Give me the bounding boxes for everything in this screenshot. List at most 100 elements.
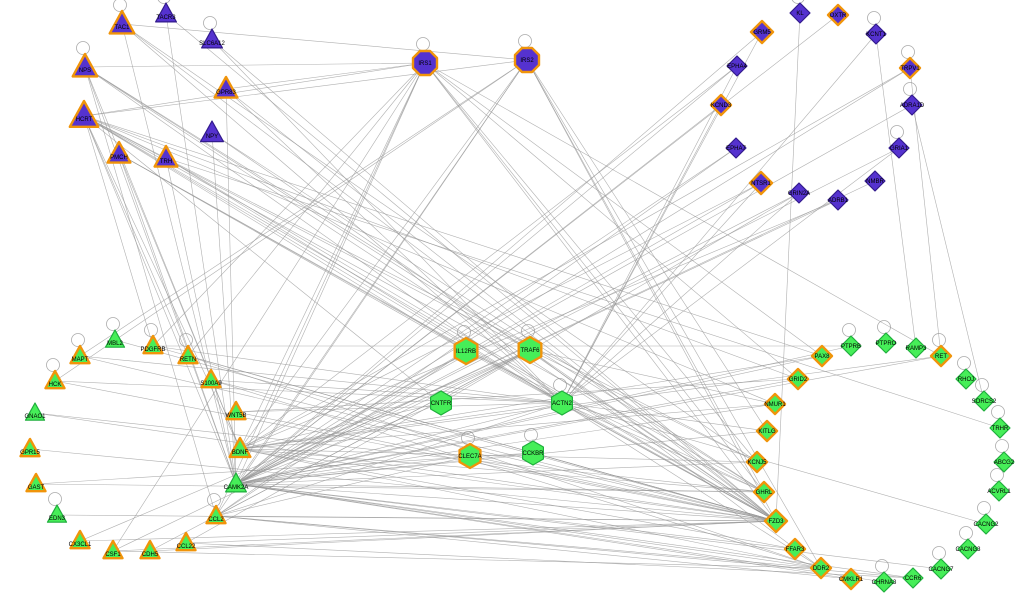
triangle-node-shape-CDH5[interactable]	[139, 539, 161, 560]
diamond-node-shape-GRM5[interactable]	[749, 19, 775, 45]
triangle-node-shape-GPR83[interactable]	[213, 75, 239, 99]
node-PTPRO[interactable]: PTPRO	[875, 332, 897, 354]
triangle-node-shape-PDGFRB[interactable]	[142, 334, 164, 355]
node-TRHR[interactable]: TRHR	[989, 417, 1011, 439]
diamond-node-shape-GRIN2A[interactable]	[788, 182, 810, 204]
diamond-node-shape-CACNG3[interactable]	[957, 538, 979, 560]
node-ADRB1[interactable]: ADRB1	[827, 189, 849, 211]
node-GAST[interactable]: GAST	[25, 472, 47, 493]
diamond-node-shape-KL[interactable]	[789, 2, 811, 24]
node-IRS2[interactable]: IRS2	[513, 46, 541, 74]
node-KL[interactable]: KL	[789, 2, 811, 24]
triangle-node-shape-HCRT[interactable]	[68, 99, 100, 129]
node-RAMP3[interactable]: RAMP3	[905, 337, 927, 359]
node-CNTFR[interactable]: CNTFR	[430, 390, 452, 416]
hexagon-node-shape-CCKBR[interactable]	[521, 440, 545, 466]
diamond-node-shape-GRIA1[interactable]	[888, 137, 910, 159]
diamond-node-shape-TRPV1[interactable]	[898, 56, 922, 80]
diamond-node-shape-DDR2[interactable]	[809, 556, 833, 580]
node-ACVRL1[interactable]: ACVRL1	[987, 480, 1011, 502]
node-ACTN2[interactable]: ACTN2	[550, 390, 574, 416]
diamond-node-shape-KCND3[interactable]	[709, 93, 733, 117]
node-GPR15[interactable]: GPR15	[19, 437, 41, 458]
node-GRM5[interactable]: GRM5	[749, 19, 775, 45]
node-HCRT[interactable]: HCRT	[68, 99, 100, 129]
diamond-node-shape-NMBR[interactable]	[864, 170, 886, 192]
node-ADRA1D[interactable]: ADRA1D	[900, 94, 925, 116]
node-HCK[interactable]: HCK	[44, 369, 66, 390]
node-KCNT1[interactable]: KCNT1	[865, 23, 887, 45]
triangle-node-shape-MBL2[interactable]	[104, 329, 126, 348]
diamond-node-shape-OXTR[interactable]	[826, 3, 850, 27]
node-S100A9[interactable]: S100A9	[200, 368, 222, 389]
triangle-node-shape-S100A9[interactable]	[200, 368, 222, 389]
node-EDN3[interactable]: EDN3	[46, 504, 68, 523]
node-ABCG2[interactable]: ABCG2	[993, 451, 1015, 473]
hexagon-node-shape-IL12RB1[interactable]	[453, 336, 479, 366]
diamond-node-shape-CMKLR1[interactable]	[839, 567, 863, 591]
diamond-node-shape-CACNG2[interactable]	[975, 513, 997, 535]
diamond-node-shape-RAMP3[interactable]	[905, 337, 927, 359]
node-TRAF6[interactable]: TRAF6	[517, 335, 543, 365]
node-KITLG[interactable]: KITLG	[755, 419, 779, 443]
hexagon-node-shape-CLEC7A[interactable]	[458, 442, 482, 470]
diamond-node-shape-RET[interactable]	[929, 344, 953, 368]
triangle-node-shape-BDNF[interactable]	[228, 436, 252, 459]
node-KCNJ5[interactable]: KCNJ5	[745, 450, 769, 474]
node-GRIA1[interactable]: GRIA1	[888, 137, 910, 159]
node-TACR3[interactable]: TACR3	[155, 2, 177, 23]
triangle-node-shape-TAC1[interactable]	[108, 9, 136, 35]
triangle-node-shape-WNT5B[interactable]	[225, 400, 247, 421]
node-NMUR1[interactable]: NMUR1	[763, 392, 786, 416]
diamond-node-shape-RHOJ[interactable]	[955, 368, 977, 390]
node-CCKBR[interactable]: CCKBR	[521, 440, 545, 466]
triangle-node-shape-GAST[interactable]	[25, 472, 47, 493]
diamond-node-shape-FFAR3[interactable]	[783, 537, 807, 561]
triangle-node-shape-TRH[interactable]	[153, 144, 179, 168]
diamond-node-shape-CACNG7[interactable]	[930, 558, 952, 580]
diamond-node-shape-ADRA1D[interactable]	[901, 94, 923, 116]
diamond-node-shape-KITLG[interactable]	[755, 419, 779, 443]
node-PDGFRB[interactable]: PDGFRB	[140, 334, 166, 355]
node-SLC6A12[interactable]: SLC6A12	[199, 28, 226, 49]
triangle-node-shape-NPS[interactable]	[71, 52, 99, 78]
node-CACNG7[interactable]: CACNG7	[928, 558, 954, 580]
diamond-node-shape-FZD3[interactable]	[763, 508, 789, 534]
node-CX3CL1[interactable]: CX3CL1	[69, 529, 92, 550]
node-WNT5B[interactable]: WNT5B	[225, 400, 247, 421]
triangle-node-shape-TACR3[interactable]	[155, 2, 177, 23]
diamond-node-shape-GRID2[interactable]	[786, 367, 810, 391]
node-TAC1[interactable]: TAC1	[108, 9, 136, 35]
node-CCR6[interactable]: CCR6	[902, 567, 924, 589]
node-DDR2[interactable]: DDR2	[809, 556, 833, 580]
triangle-node-shape-CCL2[interactable]	[205, 504, 227, 525]
node-PMCH[interactable]: PMCH	[106, 140, 132, 164]
node-GNAO1[interactable]: GNAO1	[24, 402, 46, 421]
diamond-node-shape-ABCG2[interactable]	[993, 451, 1015, 473]
triangle-node-shape-HCK[interactable]	[44, 369, 66, 390]
octagon-node-shape-IRS1[interactable]	[411, 49, 439, 77]
node-RET[interactable]: RET	[929, 344, 953, 368]
hexagon-node-shape-ACTN2[interactable]	[550, 390, 574, 416]
diamond-node-shape-PTPRB[interactable]	[840, 335, 862, 357]
diamond-node-shape-PAX8[interactable]	[810, 344, 834, 368]
node-NMBR[interactable]: NMBR	[864, 170, 886, 192]
triangle-node-shape-CCL22[interactable]	[175, 531, 197, 552]
node-NPY[interactable]: NPY	[200, 120, 224, 143]
triangle-node-shape-SLC6A12[interactable]	[201, 28, 223, 49]
node-GHRL[interactable]: GHRL	[752, 480, 776, 504]
triangle-node-shape-MAPT[interactable]	[69, 344, 91, 365]
triangle-node-shape-CAMK2A[interactable]	[225, 472, 247, 493]
triangle-node-shape-CX3CL1[interactable]	[69, 529, 91, 550]
node-IRS1[interactable]: IRS1	[411, 49, 439, 77]
node-RHOJ[interactable]: RHOJ	[955, 368, 977, 390]
diamond-node-shape-EPHA4[interactable]	[726, 55, 748, 77]
node-RETN[interactable]: RETN	[177, 344, 199, 365]
node-MAPT[interactable]: MAPT	[69, 344, 91, 365]
node-CSF1[interactable]: CSF1	[102, 539, 124, 560]
node-TRPV1[interactable]: TRPV1	[898, 56, 922, 80]
node-PAX8[interactable]: PAX8	[810, 344, 834, 368]
diamond-node-shape-TRHR[interactable]	[989, 417, 1011, 439]
triangle-node-shape-GPR15[interactable]	[19, 437, 41, 458]
